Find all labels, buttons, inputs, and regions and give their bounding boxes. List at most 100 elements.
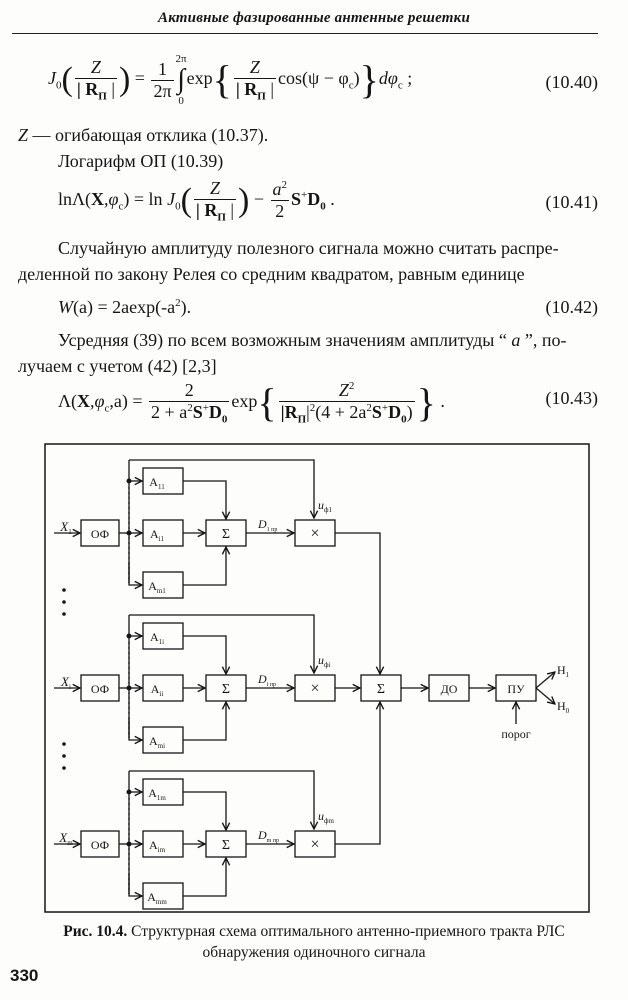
sum-label-main: Σ xyxy=(222,682,230,697)
paragraph-line: лучаем с учетом (42) [2,3] xyxy=(18,356,217,376)
amplifier-label: A1m xyxy=(148,786,166,802)
eq-tail: ; xyxy=(402,68,413,89)
d-label-sub: i пр xyxy=(267,682,276,688)
eq-close: ) xyxy=(353,68,360,89)
total-sum-block xyxy=(360,674,402,702)
equation-number: (10.42) xyxy=(545,297,599,317)
amplifier-label-sub: im xyxy=(158,846,166,854)
threshold-label-main: порог xyxy=(501,727,530,741)
amplifier-label: A11 xyxy=(149,475,165,491)
d-label-sub: m пр xyxy=(267,838,279,844)
h1-arrow xyxy=(535,672,555,689)
eq-sub: П xyxy=(297,413,307,426)
eq-sub: 0 xyxy=(221,413,228,426)
eq-sup: 2 xyxy=(187,402,193,414)
eq-symbol: D xyxy=(208,402,222,422)
eq-lhs-close: ,a) = xyxy=(109,390,143,411)
eq-abs: | xyxy=(306,402,310,422)
h1-label: H1 xyxy=(557,663,570,679)
eq-close: ). xyxy=(180,297,192,317)
d-label: Di пр xyxy=(257,672,276,688)
amplifier-label-sub: i1 xyxy=(159,535,165,543)
filter-label-main: ОФ xyxy=(91,838,109,852)
input-label-sub: m xyxy=(67,839,73,847)
d-label: D1 пр xyxy=(257,517,277,533)
log-intro: Логарифм ОП (10.39) xyxy=(58,151,224,171)
eq-den: 2π xyxy=(153,80,172,101)
u-label-sub: фm xyxy=(324,817,335,825)
multiplier-block xyxy=(294,674,336,702)
paragraph-line: Случайную амплитуду полезного сигнала мо… xyxy=(58,238,559,258)
amplifier-label-sub: 1i xyxy=(159,638,165,646)
eq-sub: c xyxy=(104,402,110,415)
amplifier-label-main: A xyxy=(150,630,159,644)
h1-label-main: H xyxy=(557,663,566,677)
caption-label: Рис. 10.4. xyxy=(63,923,128,940)
total-sum-label: Σ xyxy=(377,682,385,697)
input-label-main: X xyxy=(60,674,70,689)
equation-10-42: W(a) = 2aexp(-a2). xyxy=(58,297,191,318)
multiplier-label-main: × xyxy=(310,836,319,853)
header-rule xyxy=(12,33,598,34)
amplifier-label: Aii xyxy=(151,682,164,698)
h0-label-main: H xyxy=(557,699,566,713)
caption-line: Структурная схема оптимального антенно-п… xyxy=(127,923,565,940)
amplifier-label-main: A xyxy=(149,734,158,748)
h0-label-sub: 0 xyxy=(566,707,570,715)
amplifier-label-main: A xyxy=(148,786,157,800)
eq-sup: + xyxy=(301,188,308,201)
eq-lhs-close: ) = ln xyxy=(123,188,168,209)
input-label: X1 xyxy=(59,519,72,536)
eq-tail: . xyxy=(325,188,335,209)
eq-cos: cos(ψ − φ xyxy=(277,68,349,89)
amplifier-label: A1i xyxy=(150,630,164,646)
text: Усредняя (39) по всем возможным значения… xyxy=(58,330,512,350)
bypass-line xyxy=(129,614,314,673)
eq-lhs-rest: ,φ xyxy=(90,390,105,411)
ellipsis-dot xyxy=(62,766,66,770)
filter-label-main: ОФ xyxy=(91,682,109,696)
sum-label-main: Σ xyxy=(222,527,230,542)
eq-lhs: lnΛ( xyxy=(58,188,92,209)
input-label: Xm xyxy=(58,830,73,847)
h0-arrow xyxy=(535,687,555,704)
input-label-sub: 1 xyxy=(68,528,72,536)
eq-num: 2 xyxy=(149,380,230,402)
eq-num: Z xyxy=(74,57,117,80)
bypass-line xyxy=(129,459,314,518)
sum-label: Σ xyxy=(222,682,230,697)
eq-sub: 0 xyxy=(56,79,62,92)
eq-equals: = xyxy=(134,68,145,89)
amplifier-label-sub: 11 xyxy=(158,483,165,491)
u-label-main: u xyxy=(318,653,324,667)
eq-den-close: | xyxy=(106,79,115,100)
amp-input xyxy=(128,563,142,585)
multiplier-label-main: × xyxy=(310,680,319,697)
eq-den-close: | xyxy=(225,200,235,220)
text: ”, по- xyxy=(520,330,567,350)
ellipsis-dot xyxy=(62,742,66,746)
amplifier-label: Aim xyxy=(149,838,166,854)
multiplier-label: × xyxy=(310,836,319,853)
input-label-main: X xyxy=(59,519,69,534)
eq-num: Z xyxy=(233,57,276,80)
eq-num: Z xyxy=(338,380,349,400)
eq-sub: c xyxy=(397,79,403,92)
filter-block xyxy=(80,674,120,702)
eq-den-close: | xyxy=(265,79,274,100)
eq-symbol: X xyxy=(91,188,105,209)
multiplier-block xyxy=(294,519,336,547)
eq-symbol: D xyxy=(307,188,321,209)
input-label: Xi xyxy=(60,674,71,691)
amplifier-label-sub: 1m xyxy=(157,794,167,802)
sum-label-main: Σ xyxy=(222,838,230,853)
eq-symbol: J xyxy=(48,68,56,89)
equation-number: (10.41) xyxy=(545,192,599,212)
amp-output xyxy=(183,791,226,830)
eq-tail: . xyxy=(435,390,445,411)
eq-symbol: S xyxy=(371,402,382,422)
